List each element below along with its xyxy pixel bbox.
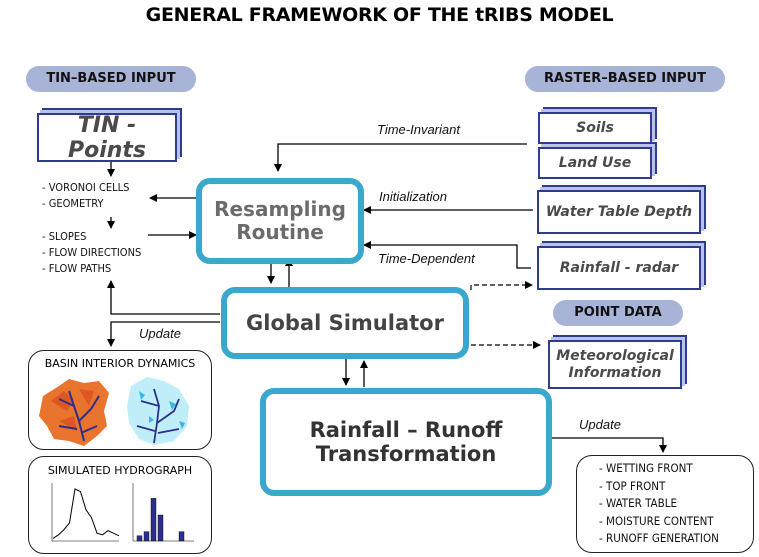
hydrograph-mini-charts <box>51 483 194 542</box>
time-dependent-label: Time-Dependent <box>378 251 475 266</box>
arrow-runoff-update <box>545 437 667 453</box>
rain-bar <box>150 498 157 542</box>
rain-bar <box>143 531 150 542</box>
rainfall-runoff-line-1: Rainfall – Runoff <box>309 417 503 442</box>
update-left-label: Update <box>139 326 181 341</box>
rain-bar <box>136 535 143 542</box>
water-table-depth-box: Water Table Depth <box>537 190 701 234</box>
rain-bar <box>178 531 185 542</box>
rain-bar <box>157 514 164 542</box>
basin-map-orange <box>39 379 109 446</box>
arrow-time-dependent <box>363 241 531 269</box>
resampling-line-2: Routine <box>236 220 324 244</box>
meteorological-information-box: Meteorological Information <box>548 340 682 389</box>
list-item: - RUNOFF GENERATION <box>599 531 719 545</box>
resampling-line-1: Resampling <box>214 197 346 221</box>
list-item: - WETTING FRONT <box>599 461 693 475</box>
time-invariant-label: Time-Invariant <box>377 122 460 137</box>
dashed-arrow-global-to-raster <box>470 281 533 290</box>
hydrograph-line <box>52 488 120 539</box>
basin-interior-dynamics-title: BASIN INTERIOR DYNAMICS <box>44 357 196 370</box>
initialization-label: Initialization <box>379 189 447 204</box>
state-variables-list: - WETTING FRONT - TOP FRONT - WATER TABL… <box>599 460 719 548</box>
rainfall-runoff-transformation-box: Rainfall – Runoff Transformation <box>260 388 552 496</box>
list-item: - VORONOI CELLS <box>42 181 130 194</box>
list-item: - FLOW PATHS <box>42 262 112 275</box>
tin-points-box: TIN - Points <box>37 113 177 163</box>
list-item: - SLOPES <box>42 230 87 243</box>
rainfall-bars <box>136 498 185 542</box>
arrow-global-to-basin <box>107 321 220 347</box>
basin-interior-dynamics-panel: BASIN INTERIOR DYNAMICS <box>28 350 212 450</box>
rainfall-runoff-line-2: Transformation <box>315 442 497 466</box>
arrow-global-to-flowpaths <box>107 280 220 315</box>
point-data-label: POINT DATA <box>553 300 683 326</box>
simulated-hydrograph-panel: SIMULATED HYDROGRAPH <box>28 456 212 554</box>
rainfall-radar-box: Rainfall - radar <box>537 246 701 290</box>
basin-map-cyan <box>127 377 189 445</box>
diagram-title: GENERAL FRAMEWORK OF THE tRIBS MODEL <box>145 4 614 26</box>
list-item: - GEOMETRY <box>42 197 104 210</box>
meteorological-line-2: Information <box>568 364 662 381</box>
tin-derived-hydro-list: - SLOPES - FLOW DIRECTIONS - FLOW PATHS <box>42 229 141 277</box>
list-item: - TOP FRONT <box>599 478 666 493</box>
tin-based-input-label: TIN–BASED INPUT <box>26 66 196 92</box>
global-simulator-box: Global Simulator <box>221 287 469 359</box>
resampling-routine-box: Resampling Routine <box>196 178 364 264</box>
list-item: - FLOW DIRECTIONS <box>42 246 142 259</box>
soils-box: Soils <box>538 112 652 144</box>
basin-maps <box>39 377 189 446</box>
update-right-label: Update <box>579 417 621 432</box>
state-variables-panel: - WETTING FRONT - TOP FRONT - WATER TABL… <box>576 455 754 553</box>
list-item: - MOISTURE CONTENT <box>599 513 714 528</box>
meteorological-line-1: Meteorological <box>556 347 674 364</box>
arrow-time-invariant <box>274 143 527 172</box>
land-use-box: Land Use <box>538 147 652 179</box>
list-item: - WATER TABLE <box>599 496 678 510</box>
tin-derived-geometry-list: - VORONOI CELLS - GEOMETRY <box>42 180 129 212</box>
simulated-hydrograph-title: SIMULATED HYDROGRAPH <box>47 464 193 477</box>
raster-based-input-label: RASTER–BASED INPUT <box>525 66 725 92</box>
